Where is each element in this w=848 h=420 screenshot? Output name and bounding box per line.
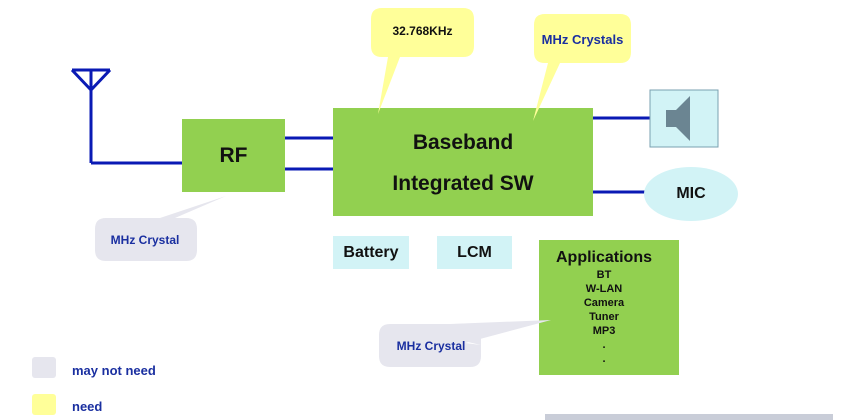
lcm-label: LCM xyxy=(457,243,492,261)
application-item: W-LAN xyxy=(585,283,623,295)
mic-label: MIC xyxy=(676,185,706,202)
application-item: Camera xyxy=(583,297,625,309)
battery-block xyxy=(333,236,409,269)
application-item: MP3 xyxy=(592,325,616,337)
rf-block xyxy=(182,119,285,192)
integrated-sw-label: Integrated SW xyxy=(392,172,534,195)
baseband-label: Baseband xyxy=(412,131,514,154)
rf-label: RF xyxy=(219,143,248,167)
battery-label: Battery xyxy=(343,243,399,261)
application-item: . xyxy=(602,353,606,365)
footer-bar xyxy=(545,414,833,420)
connector-lines xyxy=(285,116,650,194)
callout-mhz-crystals-text: MHz Crystals xyxy=(541,31,624,47)
baseband-block xyxy=(333,108,593,216)
speaker-icon xyxy=(649,89,719,148)
callout-rf-crystal xyxy=(95,196,226,261)
antenna-icon xyxy=(70,68,182,165)
legend-swatch-need xyxy=(32,394,56,415)
callout-32khz-text: 32.768KHz xyxy=(392,24,453,38)
callout-32khz xyxy=(371,8,474,114)
legend-swatch-may-not-need xyxy=(32,357,56,378)
application-item: . xyxy=(602,339,606,351)
applications-title: Applications xyxy=(555,249,652,266)
application-item: Tuner xyxy=(589,311,619,323)
callout-mhz-crystals xyxy=(533,14,631,121)
legend-need-label: need xyxy=(72,398,103,414)
callout-rf-crystal-text: MHz Crystal xyxy=(110,233,180,247)
callout-app-crystal xyxy=(379,320,551,367)
application-item: BT xyxy=(596,269,612,281)
applications-block xyxy=(539,240,679,375)
mic-block xyxy=(644,167,738,221)
lcm-block xyxy=(437,236,512,269)
callout-app-crystal-text: MHz Crystal xyxy=(396,339,466,353)
legend-may-not-need-label: may not need xyxy=(72,362,156,378)
